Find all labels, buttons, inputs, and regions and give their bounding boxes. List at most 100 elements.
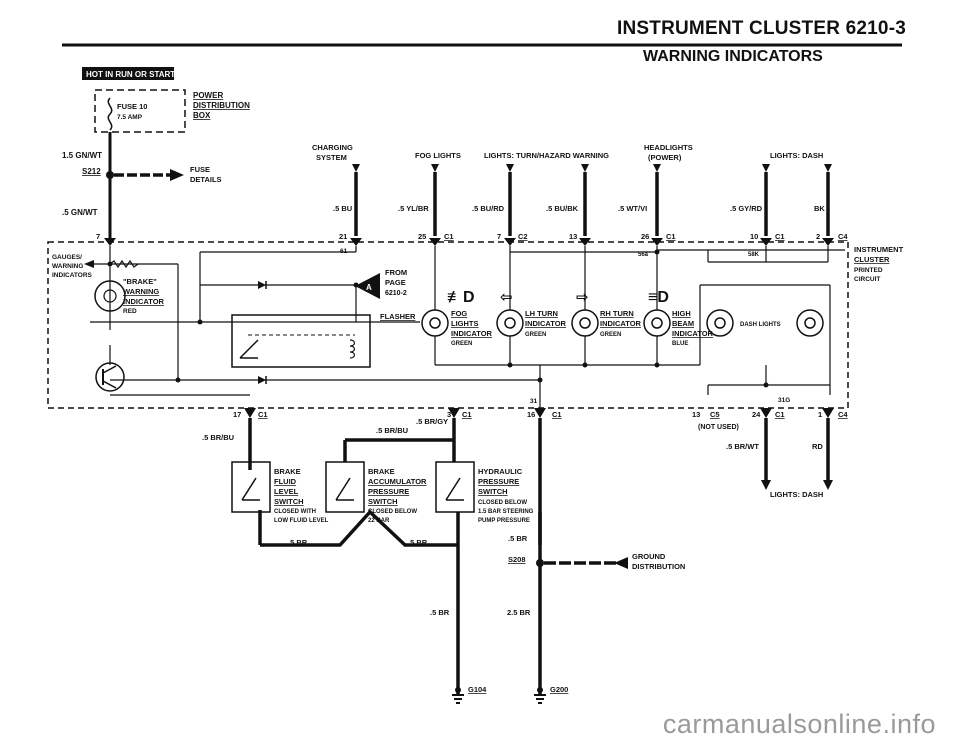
brake-ind-1: "BRAKE": [123, 277, 157, 286]
conn-c2: C2: [518, 232, 528, 241]
node-58k: 58K: [748, 252, 760, 258]
gauges-label-1: GAUGES/: [52, 254, 82, 261]
from-page-1: FROM: [385, 268, 407, 277]
ground-dist-1: GROUND: [632, 552, 666, 561]
ground-g200: G200: [550, 685, 568, 694]
top-wires: [354, 172, 830, 236]
pin-7b: 7: [497, 232, 501, 241]
src-head-1: HEADLIGHTS: [644, 143, 693, 152]
pin-21: 21: [339, 232, 347, 241]
arrow-head: [653, 164, 661, 172]
junction-dots: [107, 249, 769, 388]
hot-badge: [82, 67, 174, 80]
pin-10: 10: [750, 232, 758, 241]
bottom-wires: [248, 418, 830, 695]
cluster-label-2: CLUSTER: [854, 255, 890, 264]
hot-badge-text: HOT IN RUN OR START: [86, 70, 175, 79]
node-56a: 56a: [638, 252, 649, 258]
arrow-dash-2: [824, 164, 832, 172]
hb-ind-1: HIGH: [672, 309, 691, 318]
ground-g104: G104: [468, 685, 487, 694]
bconn-c1-b: C1: [462, 410, 472, 419]
conn-c1-a: C1: [444, 232, 454, 241]
bpin-17: 17: [233, 410, 241, 419]
gauges-label-2: WARNING: [52, 263, 83, 270]
brake-ind-2: WARNING: [123, 287, 159, 296]
diode-2: [258, 376, 266, 384]
fog-ind-1: FOG: [451, 309, 467, 318]
flasher-label: FLASHER: [380, 312, 416, 321]
high-beam-icon: ≡D: [648, 289, 669, 306]
brake-indicator-lamp: [94, 280, 126, 312]
fog-ind-3: INDICATOR: [451, 329, 493, 338]
rh-ind-3: GREEN: [600, 332, 621, 338]
hb-ind-4: BLUE: [672, 341, 688, 347]
fuse-rating: 7.5 AMP: [117, 114, 143, 121]
wire-br-right: .5 BR: [508, 534, 528, 543]
conn-c4: C4: [838, 232, 848, 241]
bpin-1: 1: [818, 410, 822, 419]
pin-25: 25: [418, 232, 426, 241]
ground-dist-arrow: [614, 557, 628, 569]
turn-right-arrow-icon: ⇨: [576, 289, 589, 306]
sw3-2: PRESSURE: [478, 477, 519, 486]
dash-bottom-arrow-1: [761, 480, 771, 490]
wire-5-gnwt: .5 GN/WT: [62, 208, 98, 217]
wire-brwt: .5 BR/WT: [726, 442, 759, 451]
ground-g200-dot: [537, 687, 543, 693]
wire-1-5-gnwt: 1.5 GN/WT: [62, 151, 102, 160]
fog-ind-2: LIGHTS: [451, 319, 479, 328]
arrow-charging: [352, 164, 360, 172]
sw3-1: HYDRAULIC: [478, 467, 523, 476]
pdb-label-1: POWER: [193, 91, 223, 100]
wire-charging: .5 BU: [333, 204, 352, 213]
sw3-4: CLOSED BELOW: [478, 500, 527, 506]
wire-brbu-mid: .5 BR/BU: [376, 426, 408, 435]
wire-brbu-left: .5 BR/BU: [202, 433, 234, 442]
cluster-label-4: CIRCUIT: [854, 276, 880, 283]
bconn-c1-c: C1: [552, 410, 562, 419]
gauges-label-3: INDICATORS: [52, 272, 93, 279]
wire-rd: RD: [812, 442, 823, 451]
sw1-2: FLUID: [274, 477, 297, 486]
src-head-2: (POWER): [648, 153, 682, 162]
sw2-2: ACCUMULATOR: [368, 477, 427, 486]
sw2-1: BRAKE: [368, 467, 395, 476]
transistor-emitter: [102, 380, 117, 389]
fog-ind-4: GREEN: [451, 341, 472, 347]
sw1-3: LEVEL: [274, 487, 299, 496]
sw3-6: PUMP PRESSURE: [478, 518, 530, 524]
wire-dash-2: BK: [814, 204, 825, 213]
bconn-c5: C5: [710, 410, 720, 419]
bpin-3: 3: [447, 410, 451, 419]
lh-ind-2: INDICATOR: [525, 319, 567, 328]
ground-g104-dot: [455, 687, 461, 693]
flasher-contact: [239, 339, 259, 359]
wire-br-g104: .5 BR: [430, 608, 450, 617]
splice-s208-label: S208: [508, 555, 526, 564]
splice-s208: [536, 559, 544, 567]
from-page-2: PAGE: [385, 278, 406, 287]
pdb-label-3: BOX: [193, 111, 211, 120]
indicator-lamps: [421, 309, 824, 337]
sw2-3: PRESSURE: [368, 487, 409, 496]
sw2-4: SWITCH: [368, 497, 398, 506]
turn-left-arrow-icon: ⇦: [500, 289, 513, 306]
hb-ind-2: BEAM: [672, 319, 694, 328]
bpin-16: 16: [527, 410, 535, 419]
splice-s212: [106, 171, 114, 179]
flasher-box: [231, 314, 371, 368]
bpin-24: 24: [752, 410, 761, 419]
dash-bottom-label: LIGHTS: DASH: [770, 490, 823, 499]
lh-ind-1: LH TURN: [525, 309, 558, 318]
arrow-turn-lh: [506, 164, 514, 172]
sw1-6: LOW FLUID LEVEL: [274, 518, 329, 524]
wire-dash-1: .5 GY/RD: [730, 204, 763, 213]
sw3-3: SWITCH: [478, 487, 508, 496]
fuse-details-2: DETAILS: [190, 175, 222, 184]
src-charging-2: SYSTEM: [316, 153, 347, 162]
wire-fog: .5 YL/BR: [398, 204, 429, 213]
dash-bottom-arrow-2: [823, 480, 833, 490]
